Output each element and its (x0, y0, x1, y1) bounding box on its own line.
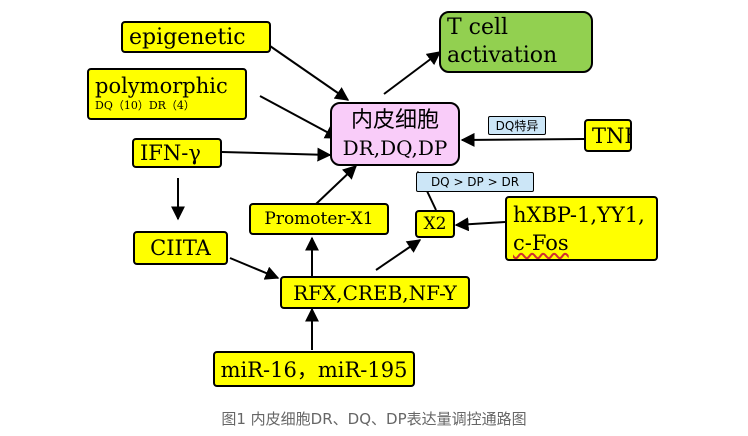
node-center-line2: DR,DQ,DP (342, 136, 448, 160)
node-hxbp-yy1-cfos: hXBP-1,YY1, c-Fos (505, 196, 658, 261)
node-ciita: CIITA (133, 231, 228, 265)
node-polymorphic-title: polymorphic (95, 74, 228, 98)
node-t-cell-line2: activation (447, 43, 558, 68)
node-x2: X2 (415, 210, 455, 238)
node-polymorphic-sub: DQ（10）DR（4） (95, 99, 195, 112)
arrow-polymorphic-to-center (259, 95, 340, 139)
node-hxbp-line1: hXBP-1,YY1, (513, 202, 645, 227)
node-mir-label: miR-16，miR-195 (220, 358, 408, 382)
arrow-ifn-to-center (221, 147, 332, 162)
node-ifn-label: IFN-γ (140, 141, 201, 165)
node-endothelial-cell: 内皮细胞 DR,DQ,DP (330, 102, 460, 166)
node-rfx-label: RFX,CREB,NF-Y (293, 280, 457, 305)
node-epigenetic-label: epigenetic (129, 24, 246, 50)
tag-dq-specific: DQ特异 (488, 116, 546, 135)
arrow-ciita-to-rfx (229, 257, 280, 280)
arrow-center-to-tcell (383, 51, 442, 95)
node-promoter-label: Promoter-X1 (264, 209, 374, 229)
node-promoter-x1: Promoter-X1 (249, 203, 389, 235)
arrow-hxbp-to-x2 (454, 217, 506, 232)
pathway-diagram: epigenetic polymorphic DQ（10）DR（4） T cel… (87, 11, 658, 387)
arrow-tnf-to-center (460, 132, 585, 147)
node-polymorphic: polymorphic DQ（10）DR（4） (87, 68, 247, 120)
node-rfx-creb-nfy: RFX,CREB,NF-Y (280, 276, 470, 309)
node-ciita-label: CIITA (150, 236, 211, 260)
arrows-layer (171, 45, 585, 350)
tag-dq-order-label: DQ > DP > DR (430, 175, 520, 189)
node-center-line1: 内皮细胞 (350, 108, 439, 133)
node-x2-label: X2 (423, 214, 447, 234)
node-tnf-label: TNF (592, 123, 630, 148)
node-t-cell-line1: T cell (447, 15, 509, 40)
tag-dq-dp-dr-order: DQ > DP > DR (416, 172, 534, 192)
node-mirna: miR-16，miR-195 (213, 351, 415, 387)
arrow-promoter-to-center (315, 165, 358, 205)
node-epigenetic: epigenetic (121, 21, 271, 53)
node-ifn-gamma: IFN-γ (132, 138, 222, 168)
tag-dq-specific-label: DQ特异 (495, 119, 539, 133)
arrow-rfx-to-x2 (375, 239, 422, 271)
node-hxbp-line2: c-Fos (513, 230, 569, 255)
node-t-cell-activation: T cell activation (439, 11, 593, 73)
figure-caption: 图1 内皮细胞DR、DQ、DP表达量调控通路图 (221, 410, 527, 428)
arrow-epigenetic-to-center (269, 45, 350, 101)
node-tnf: TNF (584, 119, 632, 152)
